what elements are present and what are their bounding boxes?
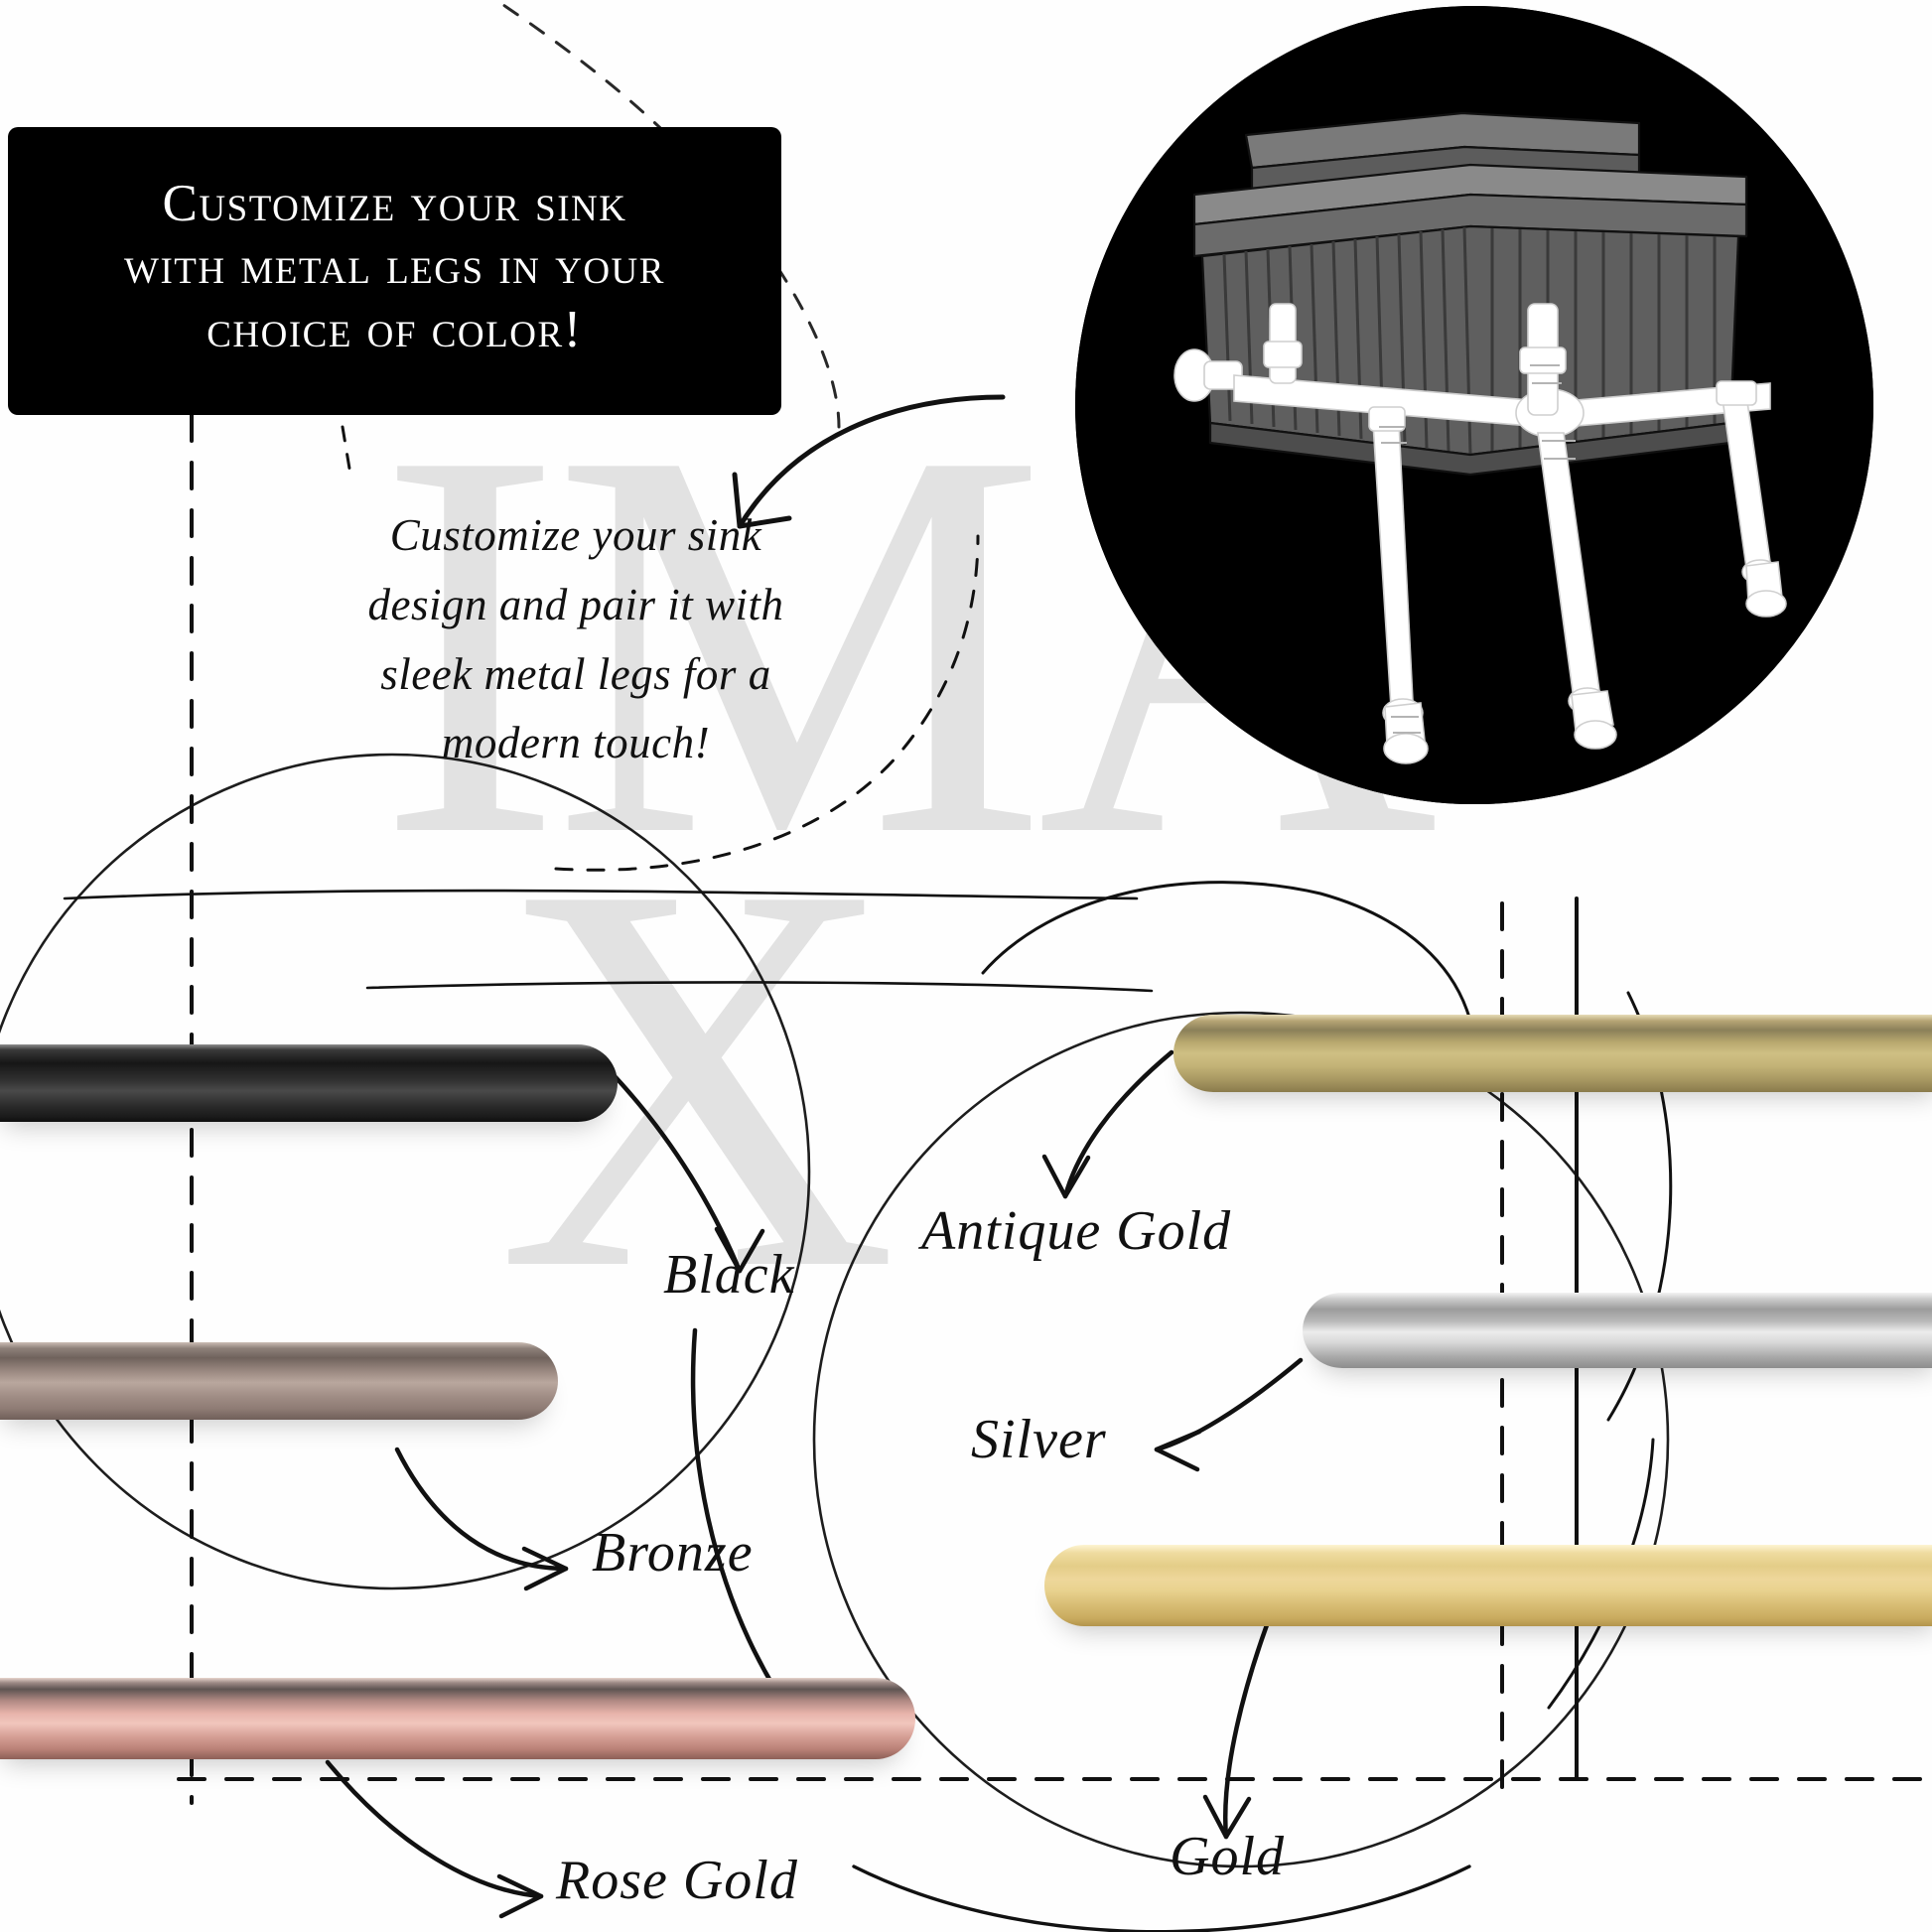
rod-surface-black [0, 1044, 618, 1122]
rod-surface-antique-gold [1173, 1015, 1932, 1092]
swatch-label-antique-gold: Antique Gold [921, 1200, 1232, 1262]
rod-surface-gold [1044, 1545, 1932, 1626]
script-line-2: design and pair it with [367, 579, 784, 629]
sink-illustration [1075, 6, 1873, 804]
rod-surface-silver [1303, 1293, 1932, 1368]
swatch-label-bronze: Bronze [592, 1522, 754, 1584]
swatch-rod-silver[interactable] [1303, 1293, 1932, 1368]
script-line-4: modern touch! [441, 718, 711, 768]
script-annotation: Customize your sink design and pair it w… [298, 501, 854, 778]
swatch-label-silver: Silver [971, 1409, 1107, 1470]
headline-line-1: Customize your sink [162, 174, 627, 232]
swatch-label-rose-gold: Rose Gold [556, 1850, 798, 1911]
swatch-label-gold: Gold [1170, 1826, 1285, 1887]
swatch-rod-antique-gold[interactable] [1173, 1015, 1932, 1092]
product-photo-circle [1075, 6, 1873, 804]
script-line-1: Customize your sink [389, 510, 762, 560]
swatch-rod-rose-gold[interactable] [0, 1678, 915, 1759]
swatch-rod-black[interactable] [0, 1044, 618, 1122]
swatch-rod-bronze[interactable] [0, 1342, 558, 1420]
swatch-label-black: Black [663, 1244, 795, 1306]
headline-badge: Customize your sink with metal legs in y… [8, 127, 781, 415]
swatch-rod-gold[interactable] [1044, 1545, 1932, 1626]
rod-surface-bronze [0, 1342, 558, 1420]
headline-line-3: choice of color! [207, 300, 583, 358]
rod-surface-rose-gold [0, 1678, 915, 1759]
headline-line-2: with metal legs in your [124, 237, 665, 296]
script-line-3: sleek metal legs for a [380, 648, 771, 699]
